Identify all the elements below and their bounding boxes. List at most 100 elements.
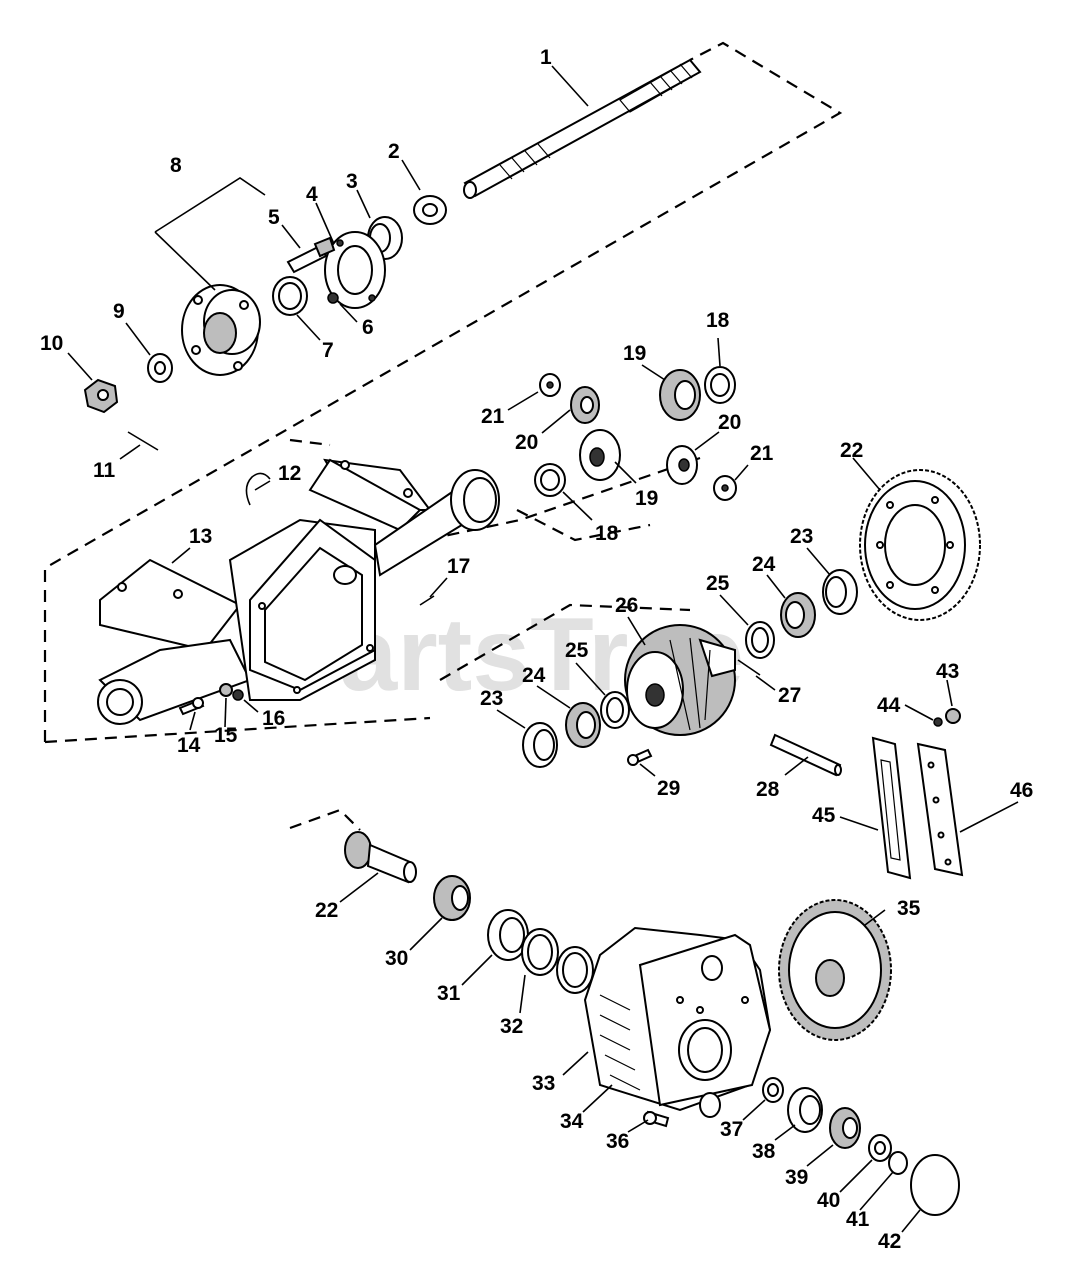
callout-40: 40 [817, 1189, 840, 1212]
pin-27 [737, 659, 761, 676]
callout-12: 12 [278, 462, 301, 485]
bearing-30 [433, 875, 471, 921]
callout-23-right: 23 [790, 525, 813, 548]
shim-25-right [745, 621, 775, 659]
transmission-housing-33 [583, 926, 772, 1118]
axle-housing-13 [97, 558, 252, 725]
callout-37: 37 [720, 1118, 743, 1141]
callout-22-top: 22 [840, 439, 863, 462]
bearing-37 [762, 1077, 784, 1103]
callout-20-right: 20 [718, 411, 741, 434]
callout-15: 15 [214, 724, 238, 747]
bearing-cone-24-right [780, 592, 816, 638]
callout-27: 27 [778, 684, 801, 707]
washer-40 [868, 1134, 892, 1162]
callout-24-left: 24 [522, 664, 546, 687]
cross-shaft-28 [769, 733, 842, 777]
bolt-14 [178, 697, 205, 716]
flange-plate-4 [324, 231, 386, 309]
side-gear-19-top [659, 369, 701, 421]
callout-19-top: 19 [623, 342, 646, 365]
callout-18-bottom: 18 [595, 522, 619, 545]
shim-25-left [600, 691, 630, 729]
callout-6: 6 [362, 316, 374, 339]
side-gear-19-bottom [579, 429, 621, 481]
callout-24-right: 24 [752, 553, 776, 576]
stud-5 [286, 236, 336, 274]
callout-45: 45 [812, 804, 836, 827]
callout-44: 44 [877, 694, 901, 717]
washer-9 [147, 353, 173, 383]
callout-26: 26 [615, 594, 638, 617]
bearing-cup-23-left [522, 722, 558, 768]
callout-19-bottom: 19 [635, 487, 658, 510]
callout-numbers: 1 2 3 4 5 6 7 8 9 10 11 12 13 14 15 16 1… [40, 46, 1033, 1253]
bearing-cup-38 [787, 1087, 823, 1133]
callout-23-left: 23 [480, 687, 503, 710]
callout-31: 31 [437, 982, 461, 1005]
callout-20-left: 20 [515, 431, 538, 454]
vent-fitting-12 [245, 472, 271, 506]
callout-14: 14 [177, 734, 201, 757]
differential-case-26 [624, 624, 736, 736]
callout-11: 11 [93, 459, 116, 482]
callout-9: 9 [113, 300, 125, 323]
seal-7 [272, 276, 308, 316]
callout-21-right: 21 [750, 442, 774, 465]
bearing-cup-31 [487, 909, 529, 961]
ring-gear-22 [859, 469, 981, 621]
pin-17 [419, 595, 435, 606]
callout-10: 10 [40, 332, 63, 355]
callout-21-left: 21 [481, 405, 505, 428]
callout-2: 2 [388, 140, 400, 163]
callout-46: 46 [1010, 779, 1033, 802]
callout-38: 38 [752, 1140, 776, 1163]
callout-35: 35 [897, 897, 921, 920]
axle-shaft [463, 58, 702, 199]
washer-21-bottom [713, 475, 737, 501]
bolt-36 [643, 1110, 670, 1128]
callout-8: 8 [170, 154, 182, 177]
callout-25-left: 25 [565, 639, 589, 662]
callout-3: 3 [346, 170, 358, 193]
callout-16: 16 [262, 707, 285, 730]
thrust-washer-18-bottom [534, 463, 566, 497]
callout-28: 28 [756, 778, 780, 801]
callout-34: 34 [560, 1110, 584, 1133]
cap-42 [910, 1154, 960, 1216]
callout-13: 13 [189, 525, 212, 548]
callout-18-top: 18 [706, 309, 730, 332]
axle-housing-center [228, 518, 376, 701]
callout-30: 30 [385, 947, 408, 970]
bolt-43 [945, 708, 961, 724]
callout-33: 33 [532, 1072, 555, 1095]
leader-lines [67, 65, 1019, 1233]
hub-8 [181, 284, 261, 376]
callout-25-right: 25 [706, 572, 730, 595]
callout-41: 41 [846, 1208, 870, 1231]
bolt-29 [627, 748, 653, 766]
thrust-washer-18-top [704, 366, 736, 404]
callout-39: 39 [785, 1166, 808, 1189]
bearing-cup-23-right [822, 569, 858, 615]
nut-6 [327, 292, 339, 304]
axle-housing-right [308, 458, 500, 577]
pinion-gear-20-bottom [666, 445, 698, 485]
gasket-46 [916, 742, 964, 877]
callout-36: 36 [606, 1130, 629, 1153]
callout-7: 7 [322, 339, 334, 362]
callout-32: 32 [500, 1015, 523, 1038]
callout-5: 5 [268, 206, 280, 229]
cotter-pin-11 [127, 431, 159, 451]
shims-32 [521, 928, 594, 994]
plate-45 [871, 736, 912, 880]
callout-43: 43 [936, 660, 959, 683]
callout-1: 1 [540, 46, 552, 69]
large-gear-35 [778, 899, 892, 1041]
washer-44 [933, 717, 943, 727]
snap-ring-41 [888, 1151, 908, 1175]
callout-4: 4 [306, 183, 318, 206]
callout-17: 17 [447, 555, 470, 578]
pinion-shaft-22 [344, 831, 417, 884]
